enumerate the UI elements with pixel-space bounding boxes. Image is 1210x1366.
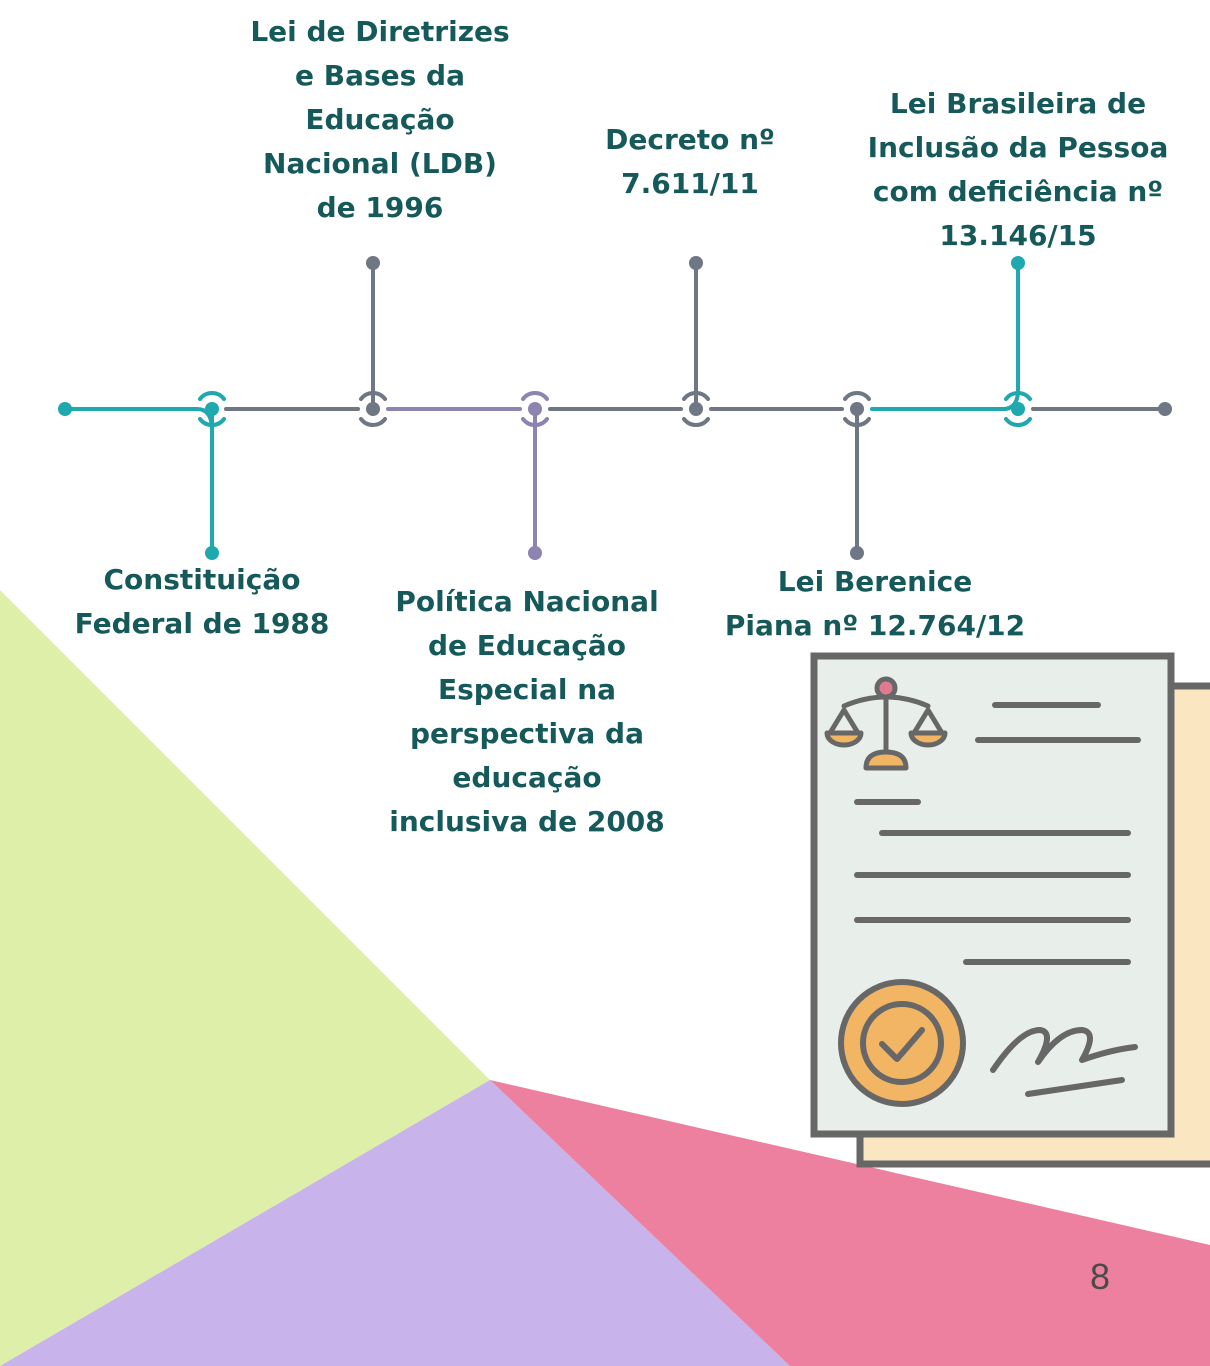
label-line: Federal de 1988 (74, 607, 330, 640)
label-line: Nacional (LDB) (263, 147, 497, 180)
signature-icon (990, 1027, 1138, 1097)
label-line: de Educação (427, 629, 627, 662)
timeline-node-decreto (682, 256, 710, 427)
event-label-decreto: Decreto nº 7.611/11 (580, 118, 800, 206)
label-line: Lei Berenice (777, 565, 973, 598)
label-line: perspectiva da (410, 717, 644, 750)
document-text-lines (854, 702, 1141, 965)
label-line: e Bases da (295, 59, 465, 92)
event-label-berenice: Lei Berenice Piana nº 12.764/12 (720, 560, 1030, 648)
pink-triangle-shape (490, 1080, 1210, 1366)
label-line: com deficiência nº (872, 175, 1164, 208)
page-number: 8 (1090, 1256, 1111, 1297)
event-label-lbi: Lei Brasileira de Inclusão da Pessoa com… (858, 82, 1178, 258)
label-line: Constituição (103, 563, 301, 596)
timeline-node-lbi (1001, 256, 1032, 427)
label-line: Lei Brasileira de (889, 87, 1147, 120)
label-line: de 1996 (316, 191, 444, 224)
label-line: inclusiva de 2008 (389, 805, 665, 838)
label-line: Inclusão da Pessoa (867, 131, 1169, 164)
scales-of-justice-icon (824, 676, 948, 771)
green-triangle-shape (0, 590, 490, 1366)
event-label-ldb: Lei de Diretrizes e Bases da Educação Na… (230, 10, 530, 230)
approval-seal-icon (838, 979, 966, 1107)
label-line: Especial na (437, 673, 617, 706)
event-label-politica: Política Nacional de Educação Especial n… (377, 580, 677, 844)
label-line: Política Nacional (395, 585, 659, 618)
timeline-node-constituicao (195, 391, 226, 560)
axis-end-dot (1158, 402, 1172, 416)
label-line: 13.146/15 (939, 219, 1097, 252)
timeline-node-berenice (843, 391, 871, 560)
label-line: 7.611/11 (621, 167, 759, 200)
axis-start-dot (58, 402, 72, 416)
purple-triangle-shape (0, 1080, 790, 1366)
event-label-constituicao: Constituição Federal de 1988 (62, 558, 342, 646)
label-line: Decreto nº (605, 123, 775, 156)
label-line: Lei de Diretrizes (250, 15, 510, 48)
label-line: Piana nº 12.764/12 (724, 609, 1026, 642)
timeline-node-ldb (359, 256, 387, 427)
label-line: Educação (305, 103, 455, 136)
label-line: educação (452, 761, 602, 794)
timeline-node-politica (521, 391, 549, 560)
